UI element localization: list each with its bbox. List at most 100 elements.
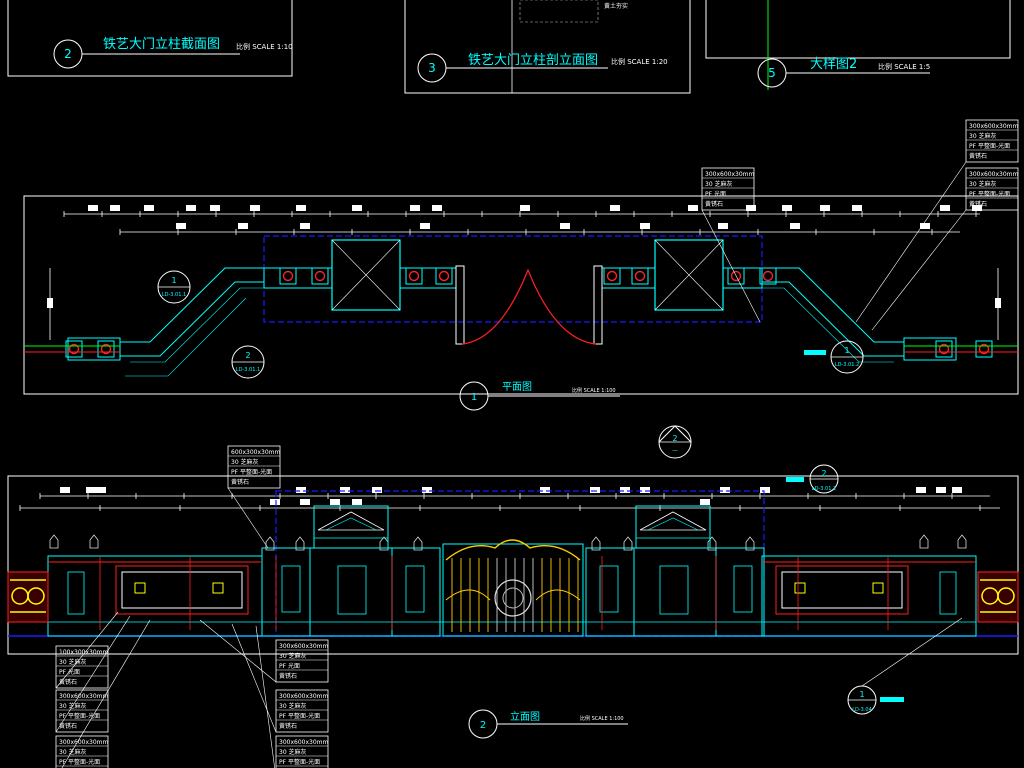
- dimension-label: [340, 487, 350, 493]
- material-note-text: 黄锈石: [59, 678, 77, 686]
- dimension-label: [372, 487, 382, 493]
- dimension-label: [270, 499, 280, 505]
- pillar-left-outer: [261, 547, 311, 637]
- dimension-label: [852, 205, 862, 211]
- elevation-title-label: 立面图: [510, 710, 540, 723]
- leader-line: [871, 209, 967, 331]
- plan-column-marker: [606, 270, 618, 282]
- title-2-scale: 比例 SCALE 1:10: [236, 42, 293, 51]
- material-note-text: PF 平整面-光面: [59, 712, 100, 720]
- plan-wall-segment: [601, 267, 656, 289]
- svg-text:2: 2: [245, 351, 250, 360]
- pillar-left-inner: [391, 547, 441, 637]
- low-wall-right: [761, 555, 977, 637]
- plan-pillar-right: [654, 239, 724, 311]
- lantern: [745, 536, 755, 551]
- dimension-label: [790, 223, 800, 229]
- pediment-right: [635, 505, 711, 549]
- material-note-text: 30 芝麻灰: [59, 748, 87, 756]
- svg-text:1: 1: [171, 276, 176, 285]
- pillar-right-inner: [585, 547, 635, 637]
- plan-column-marker: [68, 343, 80, 355]
- ornament-left: [7, 571, 49, 623]
- material-note-text: 300x600x30mm: [705, 171, 754, 178]
- material-note-text: 30 芝麻灰: [231, 458, 259, 466]
- material-note-box: [275, 689, 329, 733]
- drawing-frame-3: [404, 0, 691, 94]
- iron-gate: [442, 539, 584, 637]
- dimension-label: [352, 205, 362, 211]
- elevation-callout-2: 2 LD-3.01.2: [786, 464, 839, 494]
- pillar-window: [67, 571, 85, 615]
- material-note-text: 30 芝麻灰: [969, 132, 997, 140]
- plan-gate-post-left: [455, 265, 465, 345]
- elevation-title-num: 2: [480, 720, 486, 731]
- svg-text:LD-3.04: LD-3.04: [852, 707, 872, 713]
- plan-pillar-left: [331, 239, 401, 311]
- leader-line: [199, 619, 277, 683]
- dimension-label: [640, 223, 650, 229]
- leader-line: [61, 619, 151, 768]
- pillar-window: [733, 565, 753, 613]
- decorative-square: [872, 582, 884, 594]
- dimension-label: [88, 205, 98, 211]
- gate-medallion: [494, 579, 532, 617]
- svg-text:2: 2: [821, 469, 826, 478]
- material-note-text: 30 芝麻灰: [969, 180, 997, 188]
- material-note-text: 30 芝麻灰: [59, 658, 87, 666]
- material-note-text: 黄锈石: [231, 478, 249, 486]
- decorative-panel-left-inner: [121, 571, 243, 609]
- material-note-box: [55, 689, 109, 733]
- plan-dimension-lines: [47, 205, 1001, 340]
- svg-text:LD-3.01.2: LD-3.01.2: [835, 362, 859, 368]
- dimension-label: [940, 205, 950, 211]
- dimension-label: [746, 205, 756, 211]
- material-note-text: 300x600x30mm: [279, 739, 328, 746]
- plan-column-marker: [634, 270, 646, 282]
- lantern: [89, 534, 99, 549]
- section-marker-center: 2 —: [658, 425, 692, 459]
- dimension-label: [352, 499, 362, 505]
- dimension-label: [238, 223, 248, 229]
- plan-column-box: [97, 340, 115, 358]
- dimension-label: [972, 205, 982, 211]
- plan-column-box: [65, 340, 83, 358]
- lantern: [919, 534, 929, 549]
- plan-column-box: [631, 267, 649, 285]
- lantern: [379, 536, 389, 551]
- material-note-text: 30 芝麻灰: [705, 180, 733, 188]
- plan-column-box: [435, 267, 453, 285]
- dimension-label: [186, 205, 196, 211]
- dimension-label: [110, 205, 120, 211]
- material-note-text: 300x600x30mm: [59, 739, 108, 746]
- material-note-text: PF 平整面-光面: [231, 468, 272, 476]
- material-note-text: PF 光面: [59, 668, 80, 676]
- low-wall-left: [47, 555, 263, 637]
- dimension-label: [86, 487, 96, 493]
- plan-frame: [23, 195, 1019, 395]
- material-note-text: 100x300x30mm: [59, 649, 108, 656]
- pillar-window: [337, 565, 367, 615]
- material-note-text: 黄锈石: [59, 722, 77, 730]
- dimension-label: [144, 205, 154, 211]
- pillar-window: [405, 565, 425, 613]
- dimension-label: [688, 205, 698, 211]
- lantern: [591, 536, 601, 551]
- top-section: 2 铁艺大门立柱截面图 比例 SCALE 1:10 黄土夯实 3 铁艺大门立柱剖…: [7, 0, 1011, 94]
- title-2-label: 铁艺大门立柱截面图: [103, 37, 220, 52]
- material-note-text: PF 光面: [705, 190, 726, 198]
- dimension-label: [920, 223, 930, 229]
- plan-wall-segment: [263, 267, 333, 289]
- dimension-label: [296, 205, 306, 211]
- drawing-frame-2: [7, 0, 293, 77]
- pillar-window: [599, 565, 619, 613]
- dimension-label: [620, 487, 630, 493]
- pillar-right-main: [633, 547, 717, 637]
- plan-callout-left-2: 2 LD-3.01.1: [231, 345, 265, 379]
